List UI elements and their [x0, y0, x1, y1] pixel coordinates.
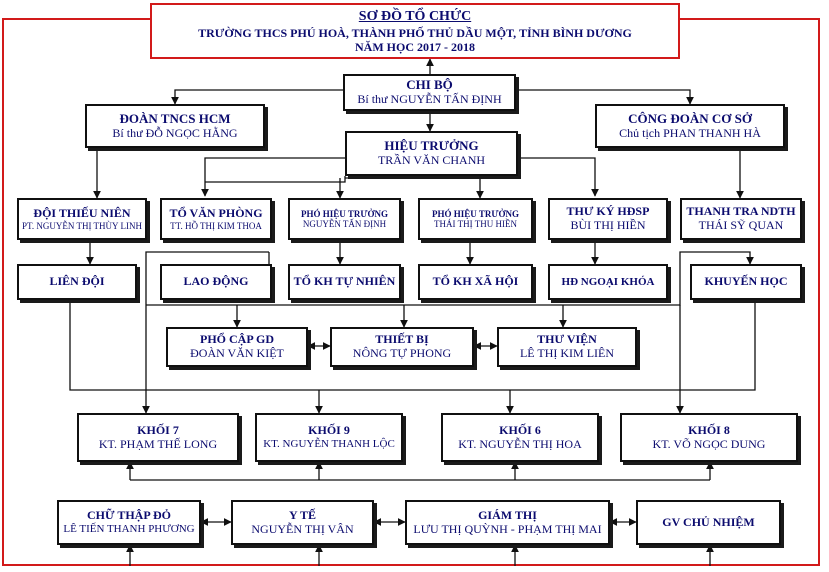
doan-sub: Bí thư ĐỖ NGỌC HẰNG: [112, 125, 238, 140]
node-khoi-6: KHỐI 6 KT. NGUYỄN THỊ HOA: [441, 413, 599, 462]
doan-title: ĐOÀN TNCS HCM: [119, 110, 231, 126]
node-gv-chu-nhiem: GV CHỦ NHIỆM: [636, 500, 781, 545]
thu-ky-title: THƯ KÝ HĐSP: [566, 204, 650, 219]
pht1-title: PHÓ HIỆU TRƯỞNG: [300, 208, 388, 219]
khoi8-sub: KT. VÕ NGỌC DUNG: [652, 436, 766, 451]
node-khoi-9: KHỐI 9 KT. NGUYỄN THANH LỘC: [255, 413, 403, 462]
node-cong-doan: CÔNG ĐOÀN CƠ SỞ Chủ tịch PHAN THANH HÀ: [595, 104, 785, 148]
node-thu-vien: THƯ VIỆN LÊ THỊ KIM LIÊN: [497, 327, 637, 367]
thu-ky-sub: BÙI THỊ HIỀN: [570, 218, 646, 232]
node-doan: ĐOÀN TNCS HCM Bí thư ĐỖ NGỌC HẰNG: [85, 104, 265, 148]
node-khoi-7: KHỐI 7 KT. PHẠM THẾ LONG: [77, 413, 239, 462]
to-van-phong-sub: TT. HỒ THỊ KIM THOA: [170, 220, 262, 231]
node-to-van-phong: TỔ VĂN PHÒNG TT. HỒ THỊ KIM THOA: [160, 198, 272, 240]
hd-ngoai-khoa-title: HĐ NGOẠI KHÓA: [561, 275, 655, 288]
hieu-truong-title: HIỆU TRƯỞNG: [384, 138, 479, 154]
node-lao-dong: LAO ĐỘNG: [160, 264, 272, 300]
khoi7-title: KHỐI 7: [137, 422, 179, 437]
to-van-phong-title: TỔ VĂN PHÒNG: [169, 205, 263, 220]
cong-doan-title: CÔNG ĐOÀN CƠ SỞ: [628, 110, 752, 126]
node-y-te: Y TẾ NGUYỄN THỊ VÂN: [231, 500, 374, 545]
khoi6-title: KHỐI 6: [499, 422, 541, 437]
node-thu-ky: THƯ KÝ HĐSP BÙI THỊ HIỀN: [548, 198, 668, 240]
thanh-tra-sub: THÁI SỸ QUAN: [698, 218, 784, 232]
thu-vien-sub: LÊ THỊ KIM LIÊN: [519, 346, 615, 360]
khoi6-sub: KT. NGUYỄN THỊ HOA: [458, 436, 582, 451]
to-kh-xh-title: TỔ KH XÃ HỘI: [432, 274, 519, 289]
node-thiet-bi: THIẾT BỊ NÔNG TỰ PHONG: [330, 327, 474, 367]
pho-cap-sub: ĐOÀN VĂN KIỆT: [190, 346, 284, 360]
node-thanh-tra: THANH TRA NDTH THÁI SỸ QUAN: [680, 198, 802, 240]
cong-doan-sub: Chủ tịch PHAN THANH HÀ: [619, 125, 761, 140]
node-pho-hieu-truong-1: PHÓ HIỆU TRƯỞNG NGUYỄN TẤN ĐỊNH: [288, 198, 401, 240]
chi-bo-title: CHI BỘ: [406, 77, 453, 93]
node-hd-ngoai-khoa: HĐ NGOẠI KHÓA: [548, 264, 668, 300]
node-lien-doi: LIÊN ĐỘI: [17, 264, 137, 300]
khoi9-title: KHỐI 9: [308, 423, 350, 438]
thanh-tra-title: THANH TRA NDTH: [686, 204, 796, 219]
node-to-kh-xa-hoi: TỔ KH XÃ HỘI: [418, 264, 533, 300]
chu-thap-do-title: CHỮ THẬP ĐỎ: [86, 508, 171, 523]
node-giam-thi: GIÁM THỊ LƯU THỊ QUỲNH - PHẠM THỊ MAI: [405, 500, 610, 545]
node-khoi-8: KHỐI 8 KT. VÕ NGỌC DUNG: [620, 413, 798, 462]
thiet-bi-title: THIẾT BỊ: [375, 332, 429, 347]
school-name: TRƯỜNG THCS PHÚ HOÀ, THÀNH PHỐ THỦ DẦU M…: [198, 25, 632, 40]
khoi9-sub: KT. NGUYỄN THANH LỘC: [263, 438, 395, 451]
node-doi-thieu-nien: ĐỘI THIẾU NIÊN PT. NGUYỄN THỊ THÙY LINH: [17, 198, 147, 240]
node-hieu-truong: HIỆU TRƯỞNG TRẦN VĂN CHANH: [345, 131, 518, 176]
chart-title: SƠ ĐỒ TỔ CHỨC: [358, 9, 472, 24]
to-kh-tn-title: TỔ KH TỰ NHIÊN: [293, 274, 396, 289]
node-khuyen-hoc: KHUYẾN HỌC: [690, 264, 802, 300]
y-te-sub: NGUYỄN THỊ VÂN: [251, 521, 354, 536]
pho-cap-title: PHỔ CẬP GD: [200, 332, 274, 347]
thiet-bi-sub: NÔNG TỰ PHONG: [352, 346, 452, 360]
thu-vien-title: THƯ VIỆN: [537, 332, 597, 347]
node-pho-cap-gd: PHỔ CẬP GD ĐOÀN VĂN KIỆT: [166, 327, 308, 367]
school-year: NĂM HỌC 2017 - 2018: [355, 40, 475, 55]
pht2-title: PHÓ HIỆU TRƯỞNG: [431, 208, 519, 219]
pht1-sub: NGUYỄN TẤN ĐỊNH: [302, 219, 387, 229]
chart-title-box: SƠ ĐỒ TỔ CHỨC TRƯỜNG THCS PHÚ HOÀ, THÀNH…: [150, 3, 680, 59]
node-pho-hieu-truong-2: PHÓ HIỆU TRƯỞNG THÁI THỊ THU HIỀN: [418, 198, 533, 240]
giam-thi-title: GIÁM THỊ: [478, 507, 537, 522]
node-chi-bo: CHI BỘ Bí thư NGUYỄN TẤN ĐỊNH: [343, 74, 516, 111]
khuyen-hoc-title: KHUYẾN HỌC: [704, 274, 788, 289]
lao-dong-title: LAO ĐỘNG: [183, 274, 249, 289]
lien-doi-title: LIÊN ĐỘI: [49, 274, 105, 289]
hieu-truong-sub: TRẦN VĂN CHANH: [377, 153, 486, 168]
khoi7-sub: KT. PHẠM THẾ LONG: [98, 436, 218, 451]
doi-thieu-nien-title: ĐỘI THIẾU NIÊN: [33, 205, 131, 220]
pht2-sub: THÁI THỊ THU HIỀN: [434, 219, 517, 229]
node-chu-thap-do: CHỮ THẬP ĐỎ LÊ TIẾN THANH PHƯƠNG: [57, 500, 201, 545]
y-te-title: Y TẾ: [288, 507, 316, 522]
chu-thap-do-sub: LÊ TIẾN THANH PHƯƠNG: [63, 523, 195, 536]
khoi8-title: KHỐI 8: [688, 422, 730, 437]
chi-bo-sub: Bí thư NGUYỄN TẤN ĐỊNH: [357, 92, 502, 107]
node-to-kh-tu-nhien: TỔ KH TỰ NHIÊN: [288, 264, 401, 300]
gv-chu-nhiem-title: GV CHỦ NHIỆM: [662, 514, 755, 529]
doi-thieu-nien-sub: PT. NGUYỄN THỊ THÙY LINH: [22, 220, 142, 231]
giam-thi-sub: LƯU THỊ QUỲNH - PHẠM THỊ MAI: [413, 521, 602, 536]
